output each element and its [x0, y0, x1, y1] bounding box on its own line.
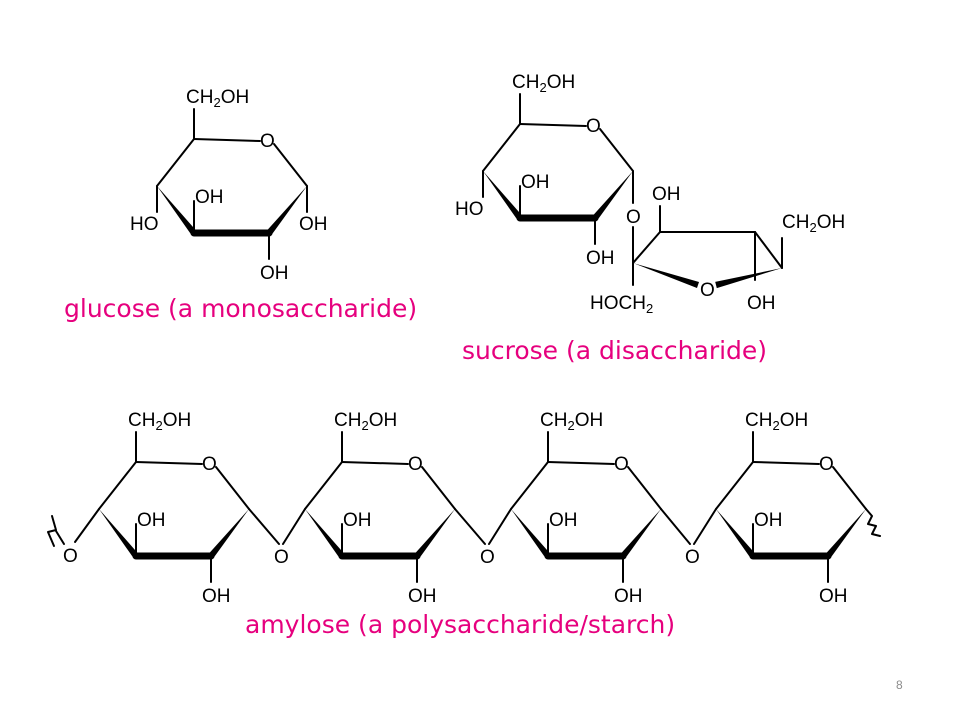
- glucose-bond-c5-c4: [156, 138, 195, 187]
- amylose-unit-2-bond-o-c1: [421, 466, 456, 510]
- bonds-layer: [47, 93, 881, 583]
- amylose-unit-2-c3-oh: OH: [343, 510, 372, 531]
- amylose-unit-4-ring-oxygen: O: [819, 454, 834, 475]
- glucose-c1-oh: OH: [299, 214, 328, 235]
- amylose-unit-4-c2-oh: OH: [819, 586, 848, 607]
- glucose-bond-o-c1: [273, 143, 308, 187]
- glucose-c2-oh: OH: [260, 263, 289, 284]
- amylose-glycosidic-oxygen-3: O: [685, 547, 700, 568]
- amylose-unit-1-wedge-c1-c2: [208, 509, 249, 559]
- glucose-caption: glucose (a monosaccharide): [64, 294, 418, 323]
- amylose-glycosidic-oxygen-2: O: [480, 547, 495, 568]
- sucrose-c3-oh: OH: [652, 184, 681, 205]
- amylose-unit-3-bond-o-c1: [627, 466, 662, 510]
- amylose-unit-4-bond-c5-c4: [715, 461, 754, 510]
- sucrose-bond-c2-c3: [632, 231, 661, 264]
- amylose-caption: amylose (a polysaccharide/starch): [245, 610, 676, 639]
- amylose-glycosidic-oxygen-1: O: [274, 547, 289, 568]
- sucrose-glycosidic-oxygen: O: [626, 207, 641, 228]
- amylose-bond-link-2a: [454, 508, 486, 545]
- amylose-bond-link-1b: [282, 508, 306, 545]
- amylose-unit-1-ring-oxygen: O: [202, 454, 217, 475]
- amylose-unit-2-c2-oh: OH: [408, 586, 437, 607]
- amylose-unit-2-ring-oxygen: O: [408, 454, 423, 475]
- amylose-left-wavy-bond: [47, 515, 57, 547]
- amylose-left-oxygen: O: [63, 546, 78, 567]
- amylose-bond-link-3b: [693, 508, 717, 545]
- glucose-c3-oh: OH: [195, 187, 224, 208]
- glucose-ch2oh: CH2OH: [186, 87, 249, 110]
- amylose-right-wavy-bond: [865, 508, 881, 537]
- amylose-unit-4-bond-o-c1: [832, 466, 867, 510]
- glucose-c4-ho: HO: [130, 214, 159, 235]
- amylose-unit-3-c3-oh: OH: [549, 510, 578, 531]
- glucose-wedge-c4-c3: [157, 186, 197, 235]
- amylose-unit-1-wedge-c4-c3: [99, 509, 139, 558]
- sucrose-wedge-c2-o: [633, 263, 700, 289]
- amylose-unit-4-wedge-c1-c2: [825, 509, 866, 559]
- sucrose-caption: sucrose (a disaccharide): [462, 336, 768, 365]
- sucrose-ring-oxygen: O: [586, 116, 601, 137]
- amylose-unit-3-ch2oh: CH2OH: [540, 410, 603, 433]
- amylose-bond-link-3a: [660, 508, 691, 545]
- amylose-unit-4-bond-c5-o: [752, 461, 820, 465]
- sucrose-hoch2: HOCH2: [590, 293, 653, 316]
- amylose-unit-2-bond-c5-c4: [304, 461, 343, 510]
- sucrose-wedge-c1-c2: [592, 171, 633, 221]
- amylose-unit-1-ch2oh: CH2OH: [128, 410, 191, 433]
- amylose-unit-4-c3-oh: OH: [754, 510, 783, 531]
- sucrose-bond-c4-c5: [754, 231, 783, 269]
- amylose-unit-3-ring-oxygen: O: [614, 454, 629, 475]
- sucrose-wedge-c4-c3: [483, 171, 523, 220]
- sucrose-furanose-oxygen: O: [700, 280, 715, 301]
- amylose-unit-2-ch2oh: CH2OH: [334, 410, 397, 433]
- amylose-unit-3-wedge-c1-c2: [620, 509, 661, 559]
- atom-labels: O CH2OH OH OH HO OH O CH2OH OH OH HO O O OH OH CH2OH HOC…: [63, 72, 848, 607]
- amylose-bond-link-1a: [248, 508, 280, 545]
- sucrose-c4-oh: OH: [747, 293, 776, 314]
- glucose-wedge-c1-c2: [266, 186, 307, 236]
- amylose-unit-3-bond-c5-o: [547, 461, 615, 465]
- amylose-unit-2-wedge-c4-c3: [305, 509, 345, 558]
- amylose-unit-2-wedge-c1-c2: [414, 509, 455, 559]
- sucrose-bond-c5-c4: [482, 123, 521, 172]
- amylose-unit-4-ch2oh: CH2OH: [745, 410, 808, 433]
- sucrose-c2-oh: OH: [586, 248, 615, 269]
- amylose-bond-link-2b: [488, 508, 512, 545]
- amylose-unit-3-wedge-c4-c3: [511, 509, 551, 558]
- sucrose-bond-o-c1: [599, 128, 634, 172]
- amylose-unit-1-bond-o-c1: [215, 466, 250, 510]
- slide-number: 8: [896, 678, 903, 692]
- amylose-bond-left-o: [74, 508, 100, 543]
- amylose-unit-3-c2-oh: OH: [614, 586, 643, 607]
- sucrose-fructose-ch2oh: CH2OH: [782, 212, 845, 235]
- sucrose-c4-ho: HO: [455, 199, 484, 220]
- amylose-unit-4-wedge-c4-c3: [716, 509, 756, 558]
- sucrose-wedge-c5-o: [715, 268, 782, 289]
- sucrose-c3-oh: OH: [521, 172, 550, 193]
- glucose-bond-c5-o: [193, 138, 261, 142]
- amylose-unit-1-bond-c5-c4: [98, 461, 137, 510]
- amylose-unit-3-bond-c5-c4: [510, 461, 549, 510]
- amylose-unit-1-c2-oh: OH: [202, 586, 231, 607]
- sucrose-bond-c5-o: [519, 123, 587, 127]
- amylose-bond-left-wavy: [55, 530, 65, 545]
- amylose-unit-2-bond-c5-o: [341, 461, 409, 465]
- glucose-ring-oxygen: O: [260, 131, 275, 152]
- amylose-unit-1-bond-c5-o: [135, 461, 203, 465]
- sucrose-ch2oh: CH2OH: [512, 72, 575, 95]
- amylose-unit-1-c3-oh: OH: [137, 510, 166, 531]
